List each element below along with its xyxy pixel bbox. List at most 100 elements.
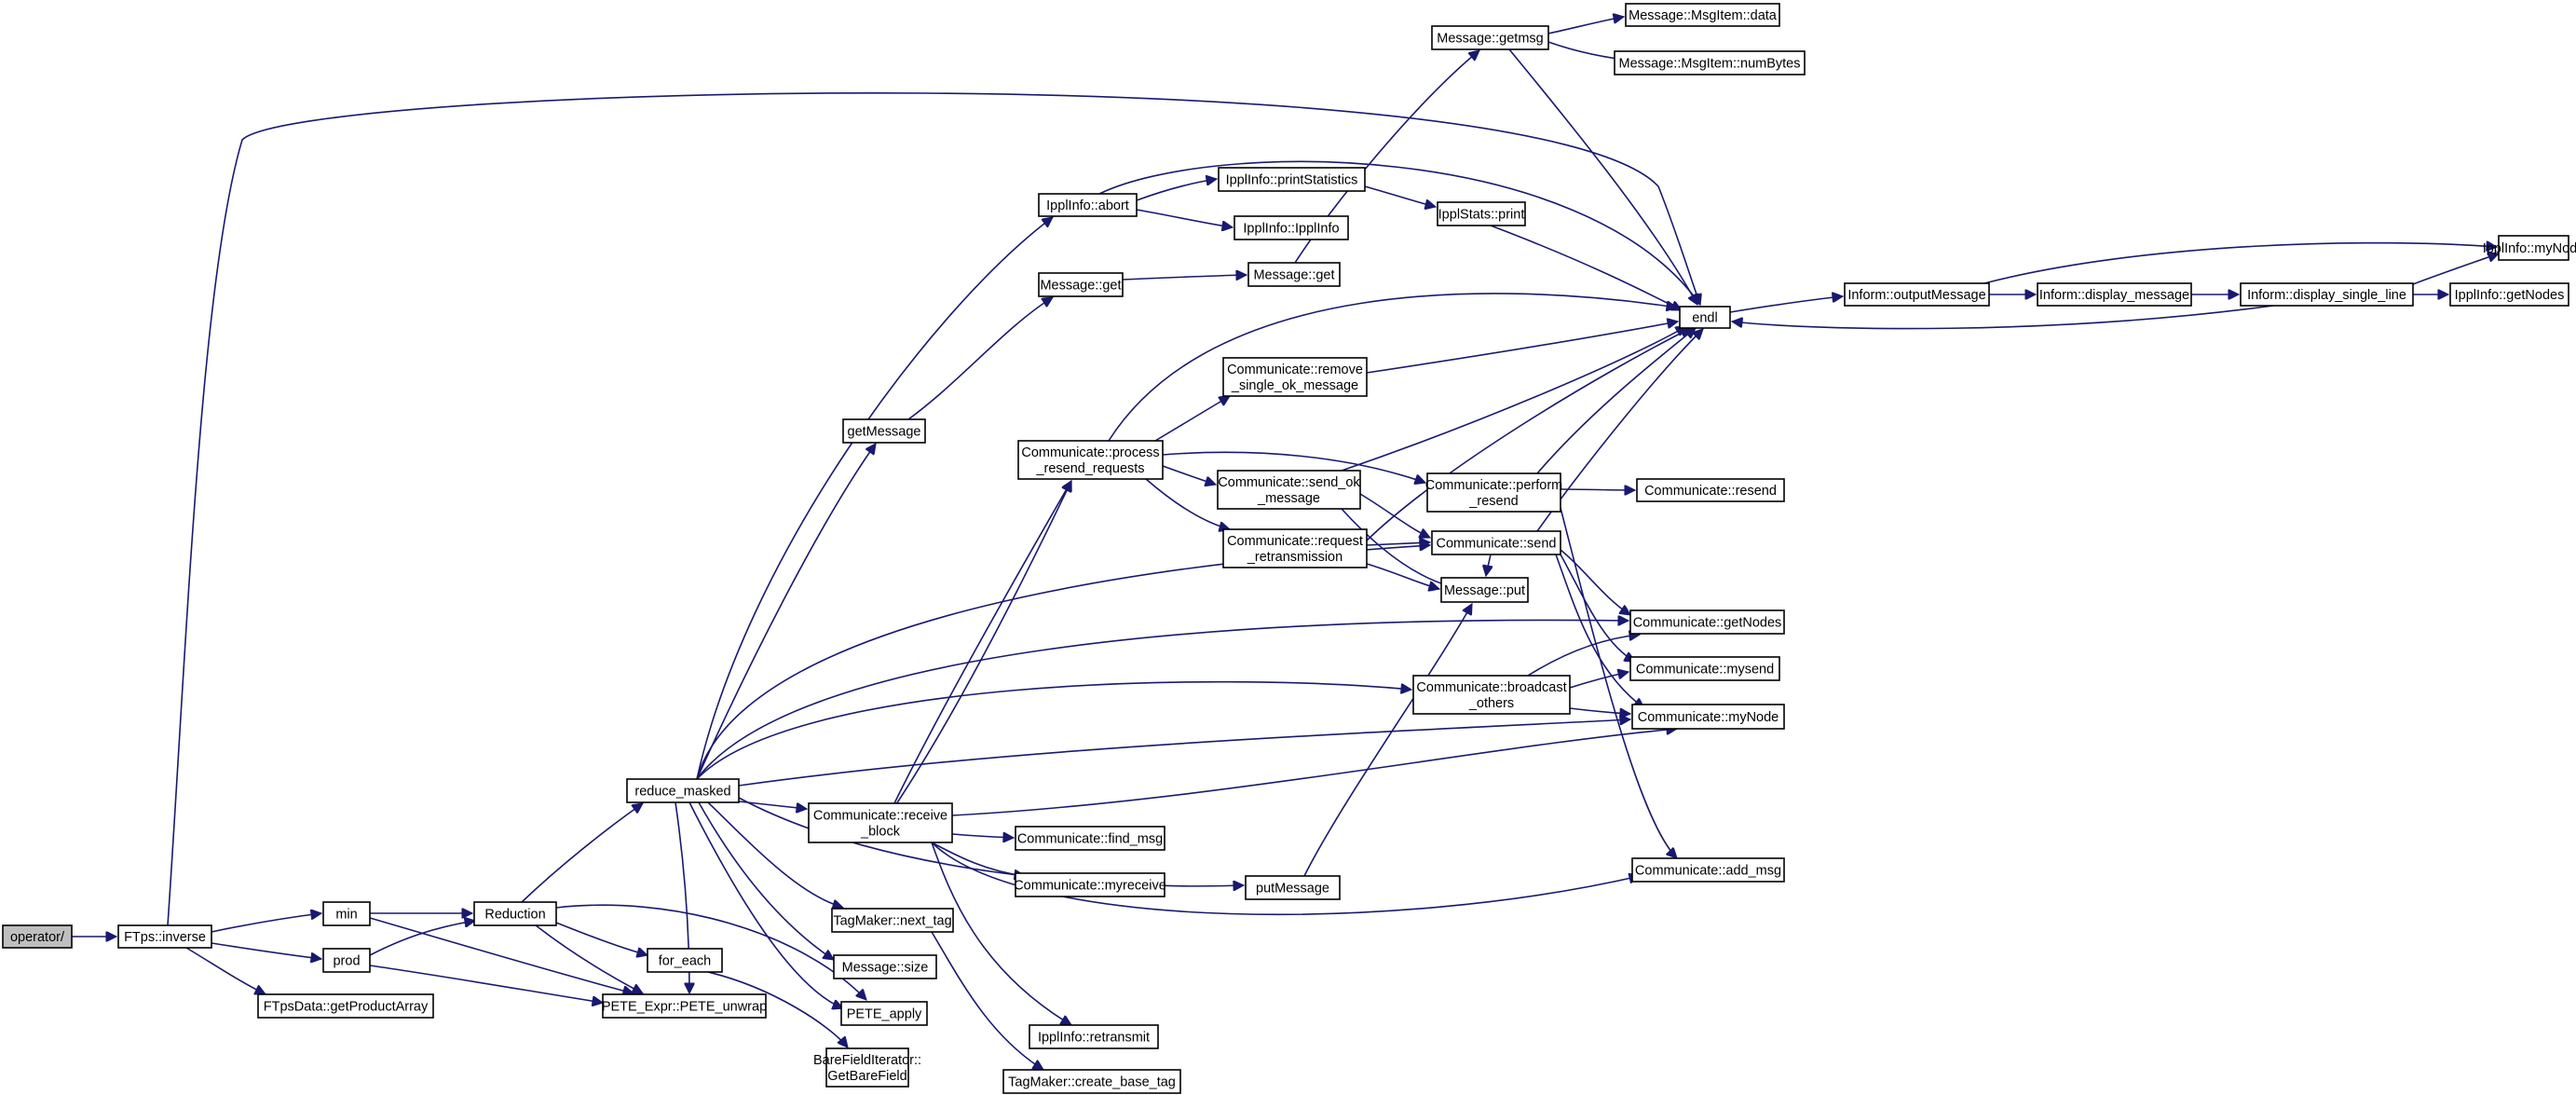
node-reqretr[interactable]: Communicate::request_retransmission xyxy=(1222,528,1368,568)
node-label: PETE_Expr::PETE_unwrap xyxy=(602,1000,767,1015)
edge-dispsl-to-mynodeI xyxy=(2412,253,2499,285)
node-recvblock[interactable]: Communicate::receive_block xyxy=(808,802,953,843)
node-box xyxy=(1222,528,1368,568)
node-ipplinfo[interactable]: IpplInfo::IpplInfo xyxy=(1233,215,1349,240)
node-mysend[interactable]: Communicate::mysend xyxy=(1629,656,1780,681)
node-label: Communicate::find_msg xyxy=(1017,832,1163,847)
node-perfresend[interactable]: Communicate::perform_resend xyxy=(1425,472,1562,513)
node-getbare[interactable]: BareFieldIterator::GetBareField xyxy=(813,1047,921,1088)
node-mget2[interactable]: Message::get xyxy=(1247,262,1341,287)
edge-reduce-to-putMessage xyxy=(738,797,1244,886)
node-mget1[interactable]: Message::get xyxy=(1038,272,1124,297)
node-box xyxy=(647,948,723,973)
node-mynodeC[interactable]: Communicate::myNode xyxy=(1631,704,1785,730)
edge-broadcast-to-getnodesC xyxy=(1527,635,1640,677)
node-label: Communicate::send xyxy=(1437,537,1557,552)
edge-prod-to-unwrap xyxy=(369,965,603,1003)
node-outmsg[interactable]: Inform::outputMessage xyxy=(1844,282,1990,307)
node-mnum[interactable]: Message::MsgItem::numBytes xyxy=(1614,50,1806,75)
node-statsprint[interactable]: IpplStats::print xyxy=(1437,201,1526,226)
edge-perfresend-to-endl xyxy=(1536,328,1696,474)
node-label: Communicate::remove xyxy=(1227,363,1363,377)
node-label: IpplInfo::getNodes xyxy=(2455,288,2565,303)
node-reduce[interactable]: reduce_masked xyxy=(626,778,740,803)
edge-procresend-to-reqretr xyxy=(1145,478,1230,529)
node-mynodeI[interactable]: IpplInfo::myNode xyxy=(2483,235,2576,261)
node-nexttag[interactable]: TagMaker::next_tag xyxy=(831,908,954,933)
node-broadcast[interactable]: Communicate::broadcast_others xyxy=(1412,675,1571,715)
node-mdata[interactable]: Message::MsgItem::data xyxy=(1625,3,1780,27)
node-label: FTps::inverse xyxy=(124,930,206,945)
node-getnodesI[interactable]: IpplInfo::getNodes xyxy=(2449,282,2569,307)
edge-send-to-mysend xyxy=(1560,554,1635,663)
node-retransmit[interactable]: IpplInfo::retransmit xyxy=(1029,1024,1159,1049)
node-peteapply[interactable]: PETE_apply xyxy=(840,1001,928,1026)
node-addmsg[interactable]: Communicate::add_msg xyxy=(1631,857,1785,883)
node-myrecv[interactable]: Communicate::myreceive xyxy=(1014,872,1166,897)
node-send[interactable]: Communicate::send xyxy=(1431,530,1561,555)
node-box xyxy=(1629,656,1780,681)
node-box xyxy=(1038,272,1124,297)
edge-reduce-to-mynodeC xyxy=(738,719,1630,787)
node-label: TagMaker::next_tag xyxy=(833,914,951,929)
edge-sendok-to-endl xyxy=(1341,325,1686,472)
node-mput[interactable]: Message::put xyxy=(1440,577,1529,603)
node-reduction[interactable]: Reduction xyxy=(473,901,557,926)
node-procresend[interactable]: Communicate::process_resend_requests xyxy=(1017,440,1164,480)
node-label: _single_ok_message xyxy=(1231,378,1358,393)
edge-recvblock-to-myrecv xyxy=(931,842,1025,876)
node-label: Communicate::broadcast xyxy=(1416,680,1566,695)
edge-foreach-to-getbare xyxy=(707,971,848,1047)
node-foreach[interactable]: for_each xyxy=(647,948,723,973)
node-label: Communicate::add_msg xyxy=(1635,864,1781,879)
node-label: Message::get xyxy=(1253,268,1334,283)
node-box xyxy=(1431,25,1549,50)
node-label: _resend_requests xyxy=(1035,461,1144,476)
node-label: _block xyxy=(860,825,901,840)
edge-perfresend-to-resend xyxy=(1560,489,1635,490)
node-putMessage[interactable]: putMessage xyxy=(1245,875,1341,900)
edge-reduce-to-recvblock xyxy=(738,801,807,809)
node-box xyxy=(2,924,73,949)
node-msize[interactable]: Message::size xyxy=(833,954,937,979)
edge-procresend-to-sendok xyxy=(1162,465,1216,485)
node-box xyxy=(2449,282,2569,307)
node-endl[interactable]: endl xyxy=(1679,306,1731,329)
edge-reqretr-to-send xyxy=(1366,542,1430,545)
edge-reduce-to-msize xyxy=(698,801,834,960)
edge-reduce-to-broadcast xyxy=(696,680,1411,780)
node-prod[interactable]: prod xyxy=(322,948,371,973)
node-box xyxy=(322,901,371,926)
node-box xyxy=(473,901,557,926)
node-sendok[interactable]: Communicate::send_ok_message xyxy=(1217,470,1361,510)
edge-abort-to-printStats xyxy=(1136,179,1217,201)
node-getmsg[interactable]: Message::getmsg xyxy=(1431,25,1549,50)
node-inverse[interactable]: FTps::inverse xyxy=(117,924,212,949)
node-findmsg[interactable]: Communicate::find_msg xyxy=(1015,826,1165,851)
node-getnodesC[interactable]: Communicate::getNodes xyxy=(1629,609,1785,635)
node-dispmsg[interactable]: Inform::display_message xyxy=(2037,282,2192,307)
node-abort[interactable]: IpplInfo::abort xyxy=(1038,193,1138,217)
node-resend[interactable]: Communicate::resend xyxy=(1636,478,1785,502)
edge-getMessage-to-mget1 xyxy=(907,296,1053,420)
edge-broadcast-to-mynodeC xyxy=(1569,707,1630,714)
node-label: _retransmission xyxy=(1247,550,1343,565)
node-createtag[interactable]: TagMaker::create_base_tag xyxy=(1002,1069,1181,1094)
node-box xyxy=(1437,201,1526,226)
node-unwrap[interactable]: PETE_Expr::PETE_unwrap xyxy=(602,993,767,1019)
node-label: Communicate::mysend xyxy=(1636,663,1774,678)
node-dispsl[interactable]: Inform::display_single_line xyxy=(2240,282,2414,307)
node-removeok[interactable]: Communicate::remove_single_ok_message xyxy=(1222,357,1368,397)
node-printStats[interactable]: IpplInfo::printStatistics xyxy=(1218,167,1366,192)
node-getMessage[interactable]: getMessage xyxy=(842,418,926,444)
edge-abort-to-endl xyxy=(1098,160,1700,305)
node-label: GetBareField xyxy=(827,1069,906,1084)
node-box xyxy=(1412,675,1571,715)
node-min[interactable]: min xyxy=(322,901,371,926)
edge-endl-to-outmsg xyxy=(1729,296,1843,313)
node-getProd[interactable]: FTpsData::getProductArray xyxy=(257,993,434,1019)
edge-getmsg-to-mdata xyxy=(1547,17,1624,34)
node-box xyxy=(1679,306,1731,329)
node-op[interactable]: operator/ xyxy=(2,924,73,949)
